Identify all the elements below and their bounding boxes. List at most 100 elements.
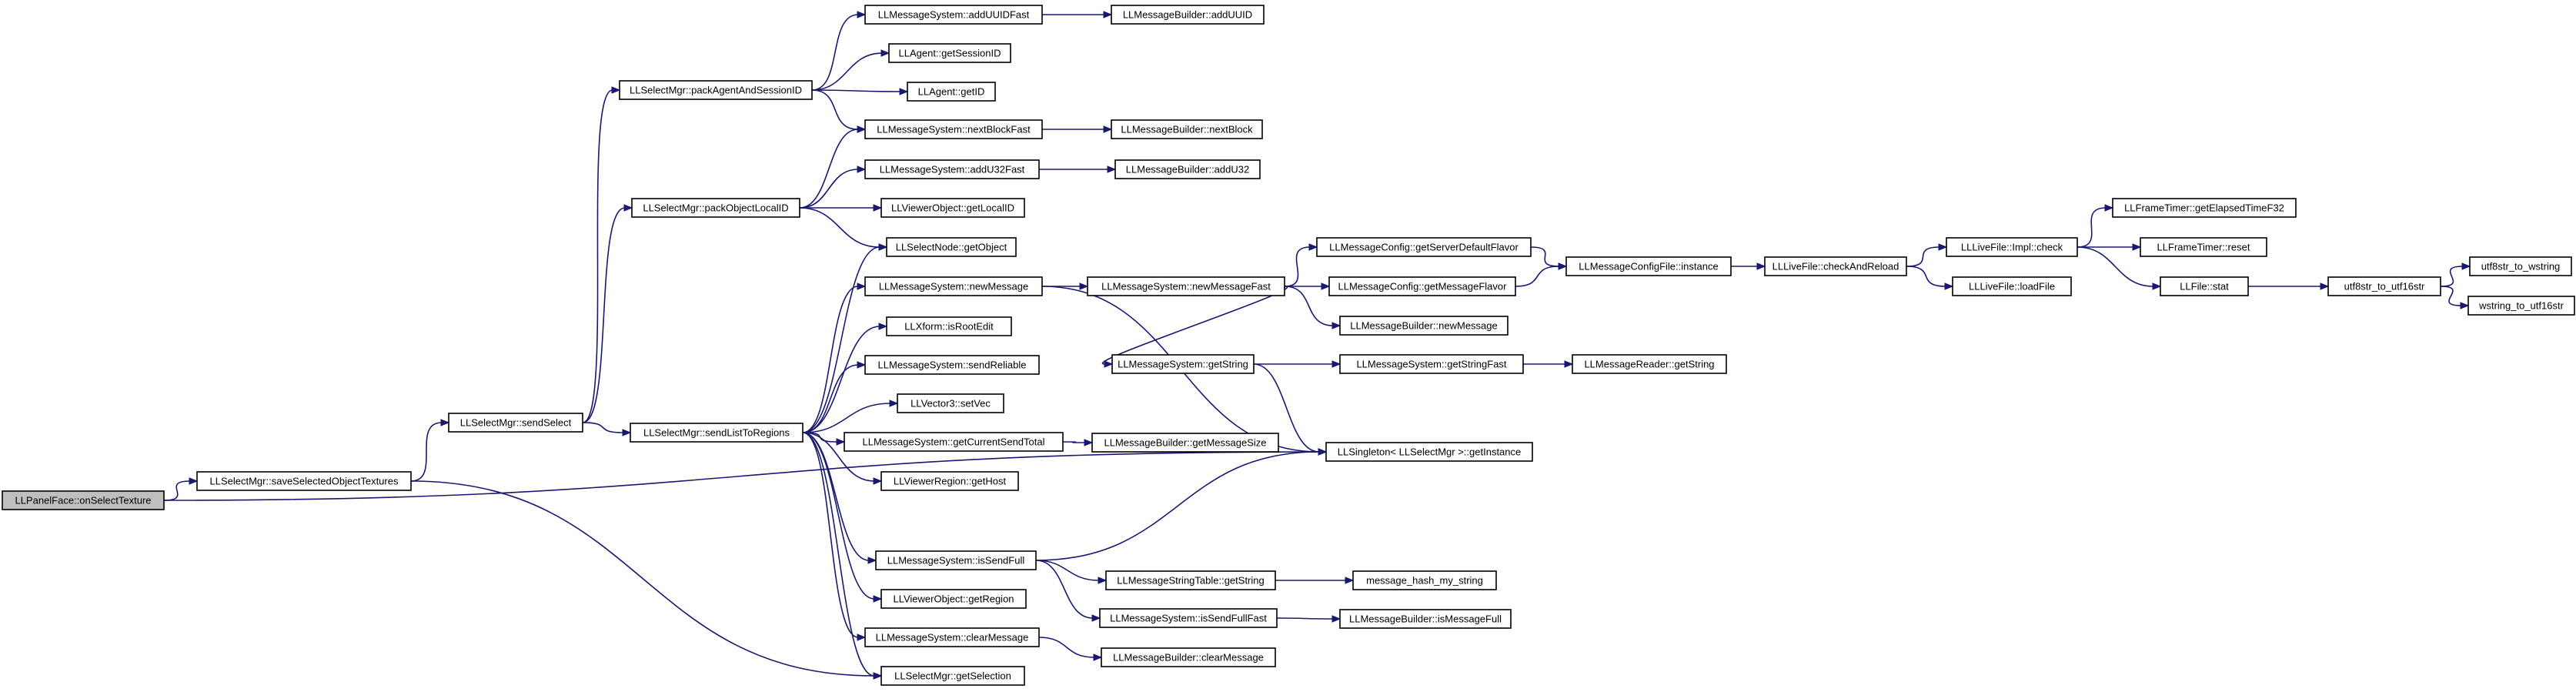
edge-arrowhead [867, 557, 877, 564]
node-box [1101, 647, 1276, 667]
edge-n19-n36 [1035, 451, 1320, 561]
node-llmessagebuilder-getmessagesize[interactable]: LLMessageBuilder::getMessageSize [1091, 433, 1279, 453]
edge-n4-n9 [799, 129, 859, 209]
node-llframetimer-getelapsedtimef32[interactable]: LLFrameTimer::getElapsedTimeF32 [2112, 198, 2297, 218]
edge-arrowhead [1756, 262, 1766, 270]
node-llselectmgr-saveselectedobjecttextures[interactable]: LLSelectMgr::saveSelectedObjectTextures [196, 471, 412, 491]
node-lllivefile-impl-check[interactable]: LLLiveFile::Impl::check [1946, 237, 2078, 257]
node-box [1352, 570, 1497, 590]
node-box [864, 627, 1040, 647]
node-llmessagesystem-newmessagefast[interactable]: LLMessageSystem::newMessageFast [1087, 276, 1285, 296]
node-label: LLSelectMgr::sendListToRegions [643, 426, 790, 438]
node-box [1339, 609, 1512, 629]
node-llfile-stat[interactable]: LLFile::stat [2160, 276, 2249, 296]
call-edges [163, 11, 2471, 680]
node-box [1952, 276, 2072, 296]
node-box [2467, 296, 2575, 316]
node-llmessageconfig-getmessageflavor[interactable]: LLMessageConfig::getMessageFlavor [1328, 276, 1516, 296]
node-label: LLLiveFile::Impl::check [1961, 241, 2063, 252]
node-llselectmgr-packobjectlocalid[interactable]: LLSelectMgr::packObjectLocalID [631, 198, 800, 218]
node-box [1114, 159, 1261, 179]
node-llmessagereader-getstring[interactable]: LLMessageReader::getString [1572, 354, 1727, 374]
node-llmessagesystem-getstring[interactable]: LLMessageSystem::getString [1111, 354, 1255, 374]
node-box [1339, 316, 1509, 336]
node-label: LLMessageSystem::getString [1118, 358, 1248, 369]
node-llmessagebuilder-clearmessage[interactable]: LLMessageBuilder::clearMessage [1101, 647, 1276, 667]
edge-n5-n21 [802, 432, 859, 638]
node-llmessagesystem-adduuidfast[interactable]: LLMessageSystem::addUUIDFast [864, 5, 1043, 25]
edge-arrowhead [1331, 360, 1341, 368]
edge-arrowhead [611, 86, 621, 94]
edge-arrowhead [1331, 322, 1341, 329]
node-llmessagesystem-issendfullfast[interactable]: LLMessageSystem::isSendFullFast [1099, 608, 1278, 628]
node-llagent-getsessionid[interactable]: LLAgent::getSessionID [888, 43, 1011, 63]
node-box [2469, 256, 2572, 276]
node-llmessagebuilder-newmessage[interactable]: LLMessageBuilder::newMessage [1339, 316, 1509, 336]
node-llmessagesystem-newmessage[interactable]: LLMessageSystem::newMessage [864, 276, 1043, 296]
node-llagent-getid[interactable]: LLAgent::getID [907, 82, 996, 102]
edge-n27-n36 [1253, 363, 1320, 453]
node-llmessagesystem-addu32fast[interactable]: LLMessageSystem::addU32Fast [864, 159, 1040, 179]
node-box [2140, 237, 2267, 257]
node-utf8str-to-utf16str[interactable]: utf8str_to_utf16str [2327, 276, 2441, 296]
node-message-hash-my-string[interactable]: message_hash_my_string [1352, 570, 1497, 590]
node-llviewerregion-gethost[interactable]: LLViewerRegion::getHost [880, 471, 1019, 491]
node-wstring-to-utf16str[interactable]: wstring_to_utf16str [2467, 296, 2575, 316]
node-llmessagesystem-clearmessage[interactable]: LLMessageSystem::clearMessage [864, 627, 1040, 647]
edge-arrowhead [857, 165, 867, 173]
edge-arrowhead [623, 204, 633, 212]
node-llmessagebuilder-ismessagefull[interactable]: LLMessageBuilder::isMessageFull [1339, 609, 1512, 629]
node-llselectmgr-packagentandsessionid[interactable]: LLSelectMgr::packAgentAndSessionID [619, 80, 813, 100]
node-box [1087, 276, 1285, 296]
edge-n0-n36 [163, 451, 1320, 501]
node-llmessageconfig-getserverdefaultflavor[interactable]: LLMessageConfig::getServerDefaultFlavor [1316, 237, 1532, 257]
node-llselectnode-getobject[interactable]: LLSelectNode::getObject [886, 237, 1017, 257]
edge-n5-n16 [802, 403, 891, 433]
node-llpanelface-onselecttexture[interactable]: LLPanelFace::onSelectTexture [2, 490, 165, 510]
node-llframetimer-reset[interactable]: LLFrameTimer::reset [2140, 237, 2267, 257]
edge-arrowhead [857, 11, 867, 18]
node-llmessagesystem-issendfull[interactable]: LLMessageSystem::isSendFull [875, 550, 1037, 570]
node-label: LLSelectMgr::sendSelect [460, 416, 572, 428]
node-label: LLMessageConfigFile::instance [1579, 260, 1718, 272]
node-llsingleton-llselectmgr-getinstance[interactable]: LLSingleton< LLSelectMgr >::getInstance [1325, 442, 1533, 462]
node-llviewerobject-getregion[interactable]: LLViewerObject::getRegion [880, 589, 1027, 609]
node-llmessagebuilder-nextblock[interactable]: LLMessageBuilder::nextBlock [1111, 119, 1263, 139]
node-llviewerobject-getlocalid[interactable]: LLViewerObject::getLocalID [880, 198, 1025, 218]
node-box [875, 550, 1037, 570]
node-utf8str-to-wstring[interactable]: utf8str_to_wstring [2469, 256, 2572, 276]
edge-arrowhead [1318, 448, 1328, 456]
edge-n0-n1 [163, 480, 191, 501]
node-llmessagestringtable-getstring[interactable]: LLMessageStringTable::getString [1105, 570, 1276, 590]
node-llmessageconfigfile-instance[interactable]: LLMessageConfigFile::instance [1565, 256, 1732, 276]
node-llvector3-setvec[interactable]: LLVector3::setVec [897, 393, 1004, 413]
edge-arrowhead [2461, 262, 2471, 270]
edge-n26-n32 [1284, 246, 1311, 287]
node-label: utf8str_to_wstring [2481, 260, 2561, 272]
node-box [886, 316, 1012, 336]
node-llxform-isrootedit[interactable]: LLXform::isRootEdit [886, 316, 1012, 336]
node-llmessagesystem-nextblockfast[interactable]: LLMessageSystem::nextBlockFast [864, 119, 1043, 139]
node-llmessagesystem-getcurrentsendtotal[interactable]: LLMessageSystem::getCurrentSendTotal [844, 432, 1064, 452]
node-box [864, 355, 1040, 375]
edge-n42-n46 [2077, 246, 2154, 287]
edge-n30-n38 [1276, 617, 1334, 620]
node-llselectmgr-sendlisttoregions[interactable]: LLSelectMgr::sendListToRegions [630, 423, 804, 443]
edge-arrowhead [836, 438, 846, 446]
edge-n5-n15 [802, 364, 859, 433]
edge-arrowhead [1944, 282, 1954, 290]
edge-n3-n6 [811, 14, 859, 91]
edge-arrowhead [857, 361, 867, 369]
node-llmessagebuilder-addu32[interactable]: LLMessageBuilder::addU32 [1114, 159, 1261, 179]
node-label: LLMessageStringTable::getString [1117, 574, 1265, 586]
node-llmessagesystem-sendreliable[interactable]: LLMessageSystem::sendReliable [864, 355, 1040, 375]
node-label: LLMessageSystem::isSendFullFast [1110, 612, 1267, 623]
node-llmessagebuilder-adduuid[interactable]: LLMessageBuilder::addUUID [1111, 5, 1265, 25]
node-llmessagesystem-getstringfast[interactable]: LLMessageSystem::getStringFast [1339, 354, 1524, 374]
node-lllivefile-loadfile[interactable]: LLLiveFile::loadFile [1952, 276, 2072, 296]
edge-arrowhead [622, 429, 632, 436]
node-lllivefile-checkandreload[interactable]: LLLiveFile::checkAndReload [1764, 256, 1907, 276]
node-llselectmgr-getselection[interactable]: LLSelectMgr::getSelection [880, 666, 1025, 686]
node-llselectmgr-sendselect[interactable]: LLSelectMgr::sendSelect [448, 413, 583, 433]
edge-arrowhead [1564, 360, 1574, 368]
